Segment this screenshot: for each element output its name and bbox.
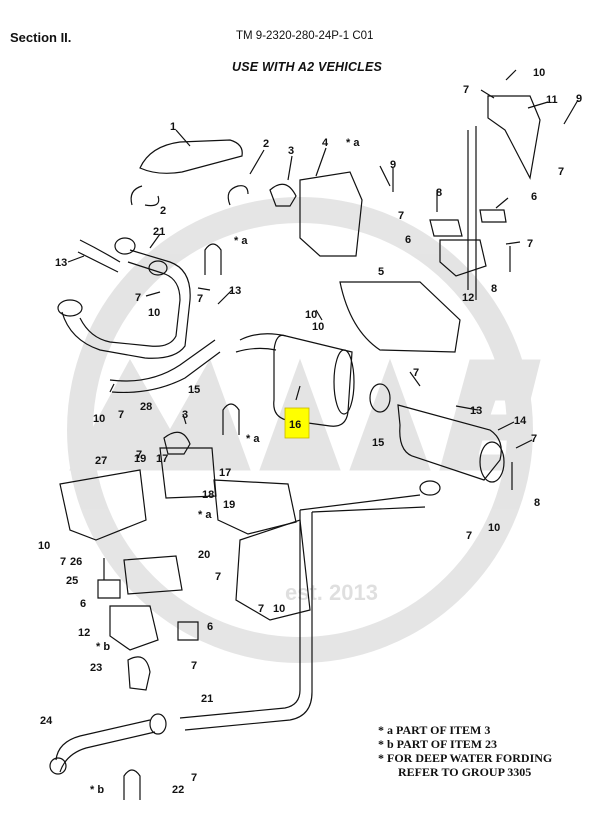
callout-27: 27	[95, 455, 107, 467]
callout-6: 6	[405, 234, 411, 246]
callout-21: 21	[153, 226, 165, 238]
callout-7: 7	[527, 238, 533, 250]
callout-6: 6	[80, 598, 86, 610]
callout-7: 7	[531, 433, 537, 445]
callout-6: 6	[207, 621, 213, 633]
callout-22: 22	[172, 784, 184, 796]
callout-13: 13	[229, 285, 241, 297]
note-a: * a PART OF ITEM 3	[378, 723, 491, 737]
bracket-part	[299, 171, 363, 257]
callout-3: 3	[182, 409, 188, 421]
callout-10: 10	[312, 321, 324, 333]
callout-7: 7	[197, 293, 203, 305]
callout-13: 13	[470, 405, 482, 417]
callout-9: 9	[576, 93, 582, 105]
callout-1: 1	[170, 121, 176, 133]
support-part	[339, 281, 461, 353]
callout-28: 28	[140, 401, 152, 413]
callout-10: 10	[305, 309, 317, 321]
parts-drawing	[49, 69, 579, 800]
clamp-part-2	[227, 185, 249, 206]
callout-24: 24	[40, 715, 53, 727]
callout-8: 8	[436, 187, 442, 199]
callout-10: 10	[93, 413, 105, 425]
callout-10: 10	[533, 67, 545, 79]
callout-17: 17	[156, 453, 168, 465]
section-label: Section II.	[10, 30, 72, 45]
callout-10: 10	[488, 522, 500, 534]
callout-star-b: * b	[96, 641, 110, 653]
callout-star-a: * a	[346, 137, 360, 149]
callout-7: 7	[398, 210, 404, 222]
page-subtitle: USE WITH A2 VEHICLES	[232, 60, 383, 74]
callout-15: 15	[372, 437, 384, 449]
callout-26: 26	[70, 556, 82, 568]
mount-bracket-part	[487, 95, 541, 180]
callout-12: 12	[78, 627, 90, 639]
manual-number: TM 9-2320-280-24P-1 C01	[236, 30, 374, 42]
callout-10: 10	[38, 540, 50, 552]
clamp-part	[130, 185, 160, 207]
callout-7: 7	[558, 166, 564, 178]
callout-21: 21	[201, 693, 213, 705]
legend-notes: * a PART OF ITEM 3 * b PART OF ITEM 23 *…	[378, 723, 552, 779]
callout-7: 7	[215, 571, 221, 583]
callout-9: 9	[390, 159, 396, 171]
callout-18: 18	[202, 489, 214, 501]
callout-2: 2	[160, 205, 166, 217]
callout-23: 23	[90, 662, 102, 674]
highlight-label: 16	[289, 419, 301, 431]
callout-labels: 1 2 2 3 3 4 5 6 6 6 6 7 7 7 7 7 7 7 7 7 …	[38, 67, 582, 796]
note-fording-ref: REFER TO GROUP 3305	[398, 765, 532, 779]
callout-5: 5	[378, 266, 384, 278]
callout-7: 7	[413, 367, 419, 379]
callout-7: 7	[466, 530, 472, 542]
callout-7: 7	[60, 556, 66, 568]
callout-11: 11	[546, 94, 558, 106]
callout-star-b: * b	[90, 784, 104, 796]
callout-20: 20	[198, 549, 210, 561]
callout-star-a: * a	[246, 433, 260, 445]
callout-6: 6	[531, 191, 537, 203]
callout-star-a: * a	[234, 235, 248, 247]
note-b: * b PART OF ITEM 23	[378, 737, 498, 751]
callout-7: 7	[191, 772, 197, 784]
callout-10: 10	[148, 307, 160, 319]
callout-10: 10	[273, 603, 285, 615]
callout-7: 7	[191, 660, 197, 672]
heat-shield-part	[139, 139, 243, 174]
callout-13: 13	[55, 257, 67, 269]
callout-7: 7	[136, 449, 142, 461]
callout-12: 12	[462, 292, 474, 304]
note-fording: * FOR DEEP WATER FORDING	[378, 751, 553, 765]
callout-8: 8	[491, 283, 497, 295]
callout-7: 7	[118, 409, 124, 421]
callout-2: 2	[263, 138, 269, 150]
callout-19: 19	[223, 499, 235, 511]
callout-7: 7	[463, 84, 469, 96]
lower-pipe-part	[55, 719, 156, 773]
watermark-text: est. 2013	[285, 580, 378, 605]
highlight-box	[284, 407, 310, 439]
callout-19: 19	[134, 453, 146, 465]
tailpipe-part	[397, 404, 502, 481]
callout-25: 25	[66, 575, 78, 587]
callout-7: 7	[258, 603, 264, 615]
callout-3: 3	[288, 145, 294, 157]
callout-4: 4	[322, 137, 329, 149]
callout-15: 15	[188, 384, 200, 396]
callout-7: 7	[135, 292, 141, 304]
callout-8: 8	[534, 497, 540, 509]
callout-17: 17	[219, 467, 231, 479]
exhaust-pipe-upper	[61, 249, 191, 359]
callout-14: 14	[514, 415, 527, 427]
callout-star-a: * a	[198, 509, 212, 521]
muffler-part	[273, 334, 353, 427]
